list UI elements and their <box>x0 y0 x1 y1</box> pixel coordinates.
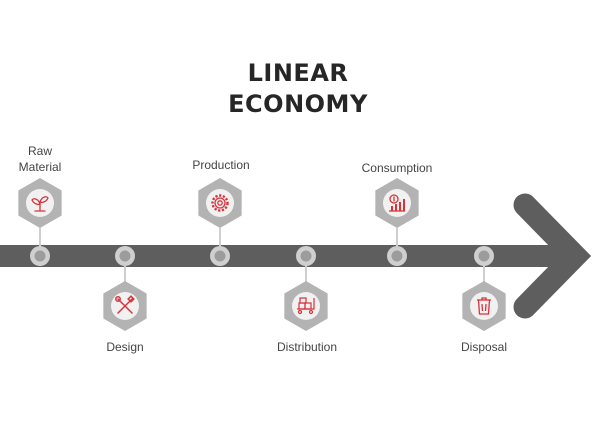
stage-design <box>103 246 147 331</box>
arrow-shaft <box>0 245 562 267</box>
label-consumption: Consumption <box>361 161 433 175</box>
stage-production <box>198 178 242 266</box>
stage-raw-material <box>18 178 62 266</box>
label-design: Design <box>106 340 144 354</box>
stage-consumption <box>375 178 419 266</box>
label-raw-material-line-2: Material <box>18 160 62 174</box>
node-design <box>115 246 135 266</box>
title-line-2: ECONOMY <box>228 90 368 118</box>
tools-icon <box>115 295 135 314</box>
node-consumption <box>387 246 407 266</box>
title-line-1: LINEAR <box>247 59 349 87</box>
node-distribution <box>296 246 316 266</box>
sprout-icon <box>31 196 49 212</box>
boxes-cart-icon <box>297 297 315 315</box>
stage-disposal <box>462 246 506 331</box>
label-distribution: Distribution <box>276 340 338 354</box>
node-raw-material <box>30 246 50 266</box>
stage-distribution <box>284 246 328 331</box>
label-raw-material-line-1: Raw <box>27 144 52 158</box>
node-production <box>210 246 230 266</box>
arrow-head <box>513 193 592 319</box>
label-disposal: Disposal <box>460 340 508 354</box>
trash-icon <box>477 297 491 315</box>
label-production: Production <box>192 158 250 172</box>
gear-icon <box>211 194 229 212</box>
diagram-title: LINEAR ECONOMY <box>0 58 596 120</box>
timeline-arrow <box>0 193 592 319</box>
label-raw-material: Raw Material <box>0 143 95 175</box>
money-chart-icon <box>389 194 405 212</box>
node-disposal <box>474 246 494 266</box>
